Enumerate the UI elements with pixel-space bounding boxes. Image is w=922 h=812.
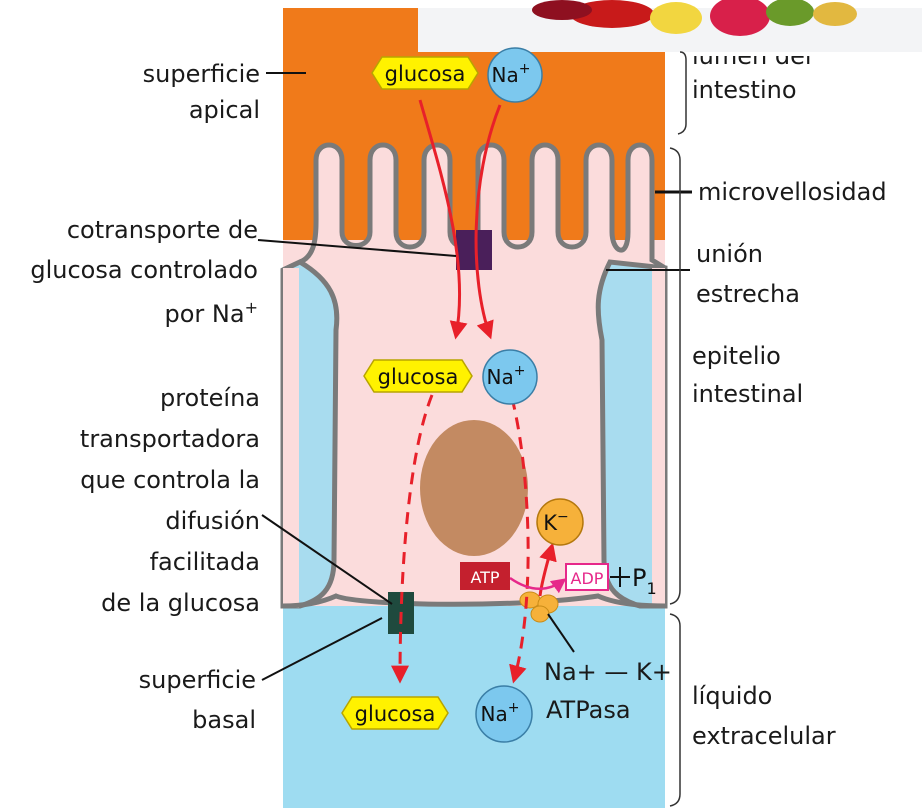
label-protein-2: transportadora <box>20 423 260 455</box>
label-basal-2: basal <box>60 704 256 736</box>
label-epithelium-2: intestinal <box>692 378 892 410</box>
label-extracellular-1: líquido <box>692 680 892 712</box>
sodium-basal: Na+ <box>476 686 532 742</box>
food-photo <box>418 0 922 52</box>
label-cotransport-2: glucosa controlado <box>2 254 258 286</box>
adp-box: ADP <box>566 564 608 590</box>
label-protein-5: facilitada <box>40 546 260 578</box>
cotransporter <box>456 230 492 270</box>
label-cotransport-sup: + <box>245 298 258 317</box>
glucose-apical-text: glucosa <box>385 62 466 86</box>
label-protein-6: de la glucosa <box>20 587 260 619</box>
label-apical-2: apical <box>80 94 260 126</box>
label-tight-junction-1: unión <box>696 238 896 270</box>
atp-text: ATP <box>470 568 499 587</box>
label-cotransport-3-text: por Na <box>165 300 245 328</box>
label-tight-junction-2: estrecha <box>696 278 896 310</box>
label-lumen-2: intestino <box>692 74 892 106</box>
label-epithelium-1: epitelio <box>692 340 892 372</box>
potassium: K− <box>537 499 583 545</box>
brace-extracellular <box>670 614 680 806</box>
brace-epithelium <box>670 148 680 604</box>
adp-text: ADP <box>571 569 604 588</box>
label-apical-1: superficie <box>80 58 260 90</box>
glucose-cell-text: glucosa <box>378 365 459 389</box>
label-cotransport-1: cotransporte de <box>20 214 258 246</box>
label-pump-1: Na+ — K+ <box>544 656 674 688</box>
glucose-apical: glucosa <box>372 57 478 89</box>
glucose-basal-text: glucosa <box>355 702 436 726</box>
brace-lumen <box>678 52 686 134</box>
sodium-cell: Na+ <box>483 350 537 404</box>
label-extracellular-2: extracelular <box>692 720 912 752</box>
nucleus <box>420 420 528 556</box>
glucose-basal: glucosa <box>342 697 448 729</box>
label-cotransport-3: por Na+ <box>80 292 258 330</box>
sodium-apical: Na+ <box>488 48 542 102</box>
label-protein-1: proteína <box>40 382 260 414</box>
label-basal-1: superficie <box>60 664 256 696</box>
label-pump-2: ATPasa <box>546 694 666 726</box>
glucose-cell: glucosa <box>364 360 472 392</box>
label-protein-4: difusión <box>40 505 260 537</box>
atp-box: ATP <box>460 562 510 590</box>
label-microvilli: microvellosidad <box>698 176 918 208</box>
label-protein-3: que controla la <box>20 464 260 496</box>
